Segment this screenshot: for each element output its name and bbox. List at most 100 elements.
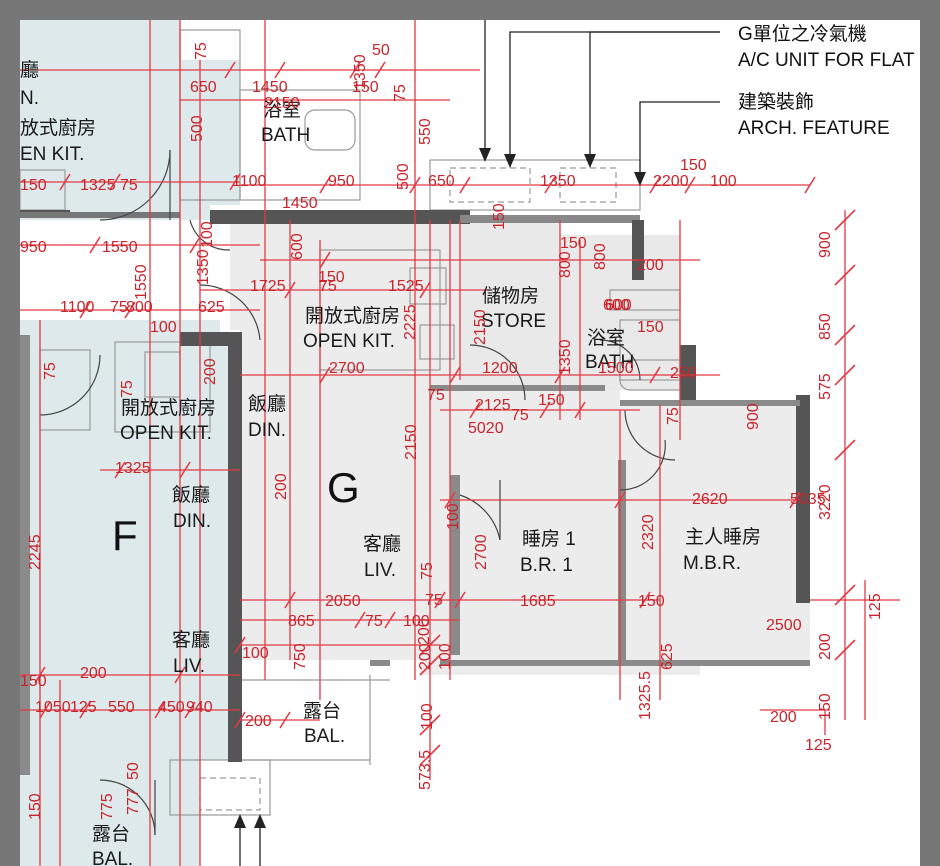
dimension-label: 75 — [120, 177, 138, 194]
dimension-label: 5035 — [790, 491, 826, 508]
dimension-label: 600 — [605, 297, 632, 314]
dimension-label: 75 — [119, 380, 136, 398]
dimension-label: 1550 — [102, 239, 138, 256]
dimension-label: 200 — [637, 257, 664, 274]
room-bath-top-zh: 浴室 — [263, 99, 301, 121]
dimension-label: 75 — [511, 407, 529, 424]
dimension-label: 625 — [659, 643, 676, 670]
dimension-label: 1100 — [60, 299, 95, 316]
walls — [20, 210, 810, 775]
unit-label-f: F — [112, 512, 138, 559]
dimension-label: 573.5 — [417, 750, 434, 790]
dimension-label: 600 — [289, 233, 306, 260]
dimension-label: 2125 — [475, 397, 511, 414]
dimension-label: 200 — [245, 713, 272, 730]
room-f-balcony-en: BAL. — [92, 849, 133, 866]
dimension-label: 75 — [110, 299, 128, 316]
dimension-label: 100 — [242, 645, 269, 662]
dimension-label: 1500 — [598, 360, 634, 377]
room-br1-zh: 睡房 1 — [522, 528, 576, 550]
room-f-living-en: LIV. — [173, 656, 205, 677]
dimension-label: 850 — [817, 313, 834, 340]
dimension-label: 50 — [125, 762, 142, 780]
dimension-label: 550 — [417, 118, 434, 145]
dimension-label: 650 — [190, 79, 217, 96]
room-f-balcony-zh: 露台 — [92, 823, 130, 845]
dimension-label: 150 — [491, 203, 508, 230]
dimension-label: 100 — [437, 643, 454, 670]
arch-feature-label-en: ARCH. FEATURE — [738, 118, 890, 139]
room-g-balcony-en: BAL. — [304, 726, 345, 747]
dimension-label: 1200 — [482, 360, 518, 377]
dimension-label: 2320 — [640, 514, 657, 550]
dimension-label: 800 — [557, 251, 574, 278]
dimension-label: 100 — [150, 319, 177, 336]
dimension-label: 2245 — [27, 534, 44, 570]
dimension-label: 150 — [560, 235, 587, 252]
dimension-label: 1350 — [540, 173, 576, 190]
dimension-label: 75 — [425, 592, 443, 609]
dimension-label: 150 — [638, 593, 665, 610]
room-g-bath-en: BATH — [585, 352, 634, 373]
dimension-label: 200 — [80, 665, 107, 682]
dimension-label: 450 — [158, 699, 185, 716]
room-g-living-zh: 客廳 — [363, 533, 401, 555]
drawing-sheet: G單位之冷氣機 A/C UNIT FOR FLAT G 建築裝飾 ARCH. F… — [20, 20, 920, 866]
arch-feature-label-zh: 建築裝飾 — [738, 91, 814, 113]
dimension-label: 865 — [288, 613, 315, 630]
dimension-label: 75 — [193, 42, 210, 60]
dimension-label: 125 — [805, 737, 832, 754]
dimension-label: 200 — [417, 643, 434, 670]
dimension-label: 100 — [199, 221, 216, 248]
ac-unit-label-en: A/C UNIT FOR FLAT G — [738, 50, 920, 71]
ac-unit-label-zh: G單位之冷氣機 — [738, 23, 867, 45]
dimension-label: 940 — [186, 699, 213, 716]
room-store-zh: 儲物房 — [482, 285, 539, 307]
room-g-kitchen-en: OPEN KIT. — [303, 331, 395, 352]
dimension-label: 2200 — [653, 173, 689, 190]
dimension-label: 1050 — [35, 699, 71, 716]
dimension-label: 75 — [419, 562, 436, 580]
dimension-label: 75 — [319, 278, 337, 295]
dimension-label: 1350 — [352, 54, 369, 90]
dimension-label: 75 — [42, 362, 59, 380]
room-g-dining-zh: 飯廳 — [248, 393, 286, 415]
room-g-dining-en: DIN. — [248, 420, 286, 441]
room-f-kitchen-en: OPEN KIT. — [120, 423, 212, 444]
dimension-label: 1725 — [250, 278, 286, 295]
room-f-dining-zh: 飯廳 — [172, 484, 210, 506]
room-partial-living-zh: 廳 — [20, 59, 39, 81]
room-bath-top-en: BATH — [261, 125, 310, 146]
dimension-label: 150 — [680, 157, 707, 174]
room-f-kit-top-zh: 放式廚房 — [20, 116, 96, 139]
dimension-label: 950 — [20, 239, 47, 256]
unit-label-g: G — [327, 464, 360, 511]
room-g-bath-zh: 浴室 — [587, 327, 625, 349]
room-f-living-zh: 客廳 — [172, 629, 210, 651]
annotation-arrowheads — [234, 148, 646, 828]
dimension-label: 750 — [292, 643, 309, 670]
dimension-label: 500 — [395, 163, 412, 190]
dimension-label: 625 — [198, 299, 225, 316]
dimension-label: 150 — [27, 793, 44, 820]
dimension-label: 2150 — [264, 95, 300, 112]
room-store-en: STORE — [481, 311, 546, 332]
dimension-label: 200 — [273, 473, 290, 500]
dimension-label: 150 — [352, 79, 379, 96]
dimension-label: 2500 — [766, 617, 802, 634]
room-f-dining-en: DIN. — [173, 511, 211, 532]
dimension-label: 75 — [392, 84, 409, 102]
dimension-label: 150 — [20, 177, 47, 194]
dimension-label: 1450 — [252, 79, 288, 96]
dimension-label: 150 — [637, 319, 664, 336]
dimension-label: 100 — [445, 503, 462, 530]
dimension-label: 150 — [20, 673, 47, 690]
dimension-label: 75 — [365, 613, 383, 630]
room-g-kitchen-zh: 開放式廚房 — [305, 304, 400, 327]
dimension-label: 2620 — [692, 491, 728, 508]
dimension-label: 75 — [427, 387, 445, 404]
room-f-kit-top-en: EN KIT. — [20, 144, 84, 165]
door-swings — [39, 149, 676, 836]
room-mbr-zh: 主人睡房 — [685, 526, 761, 548]
